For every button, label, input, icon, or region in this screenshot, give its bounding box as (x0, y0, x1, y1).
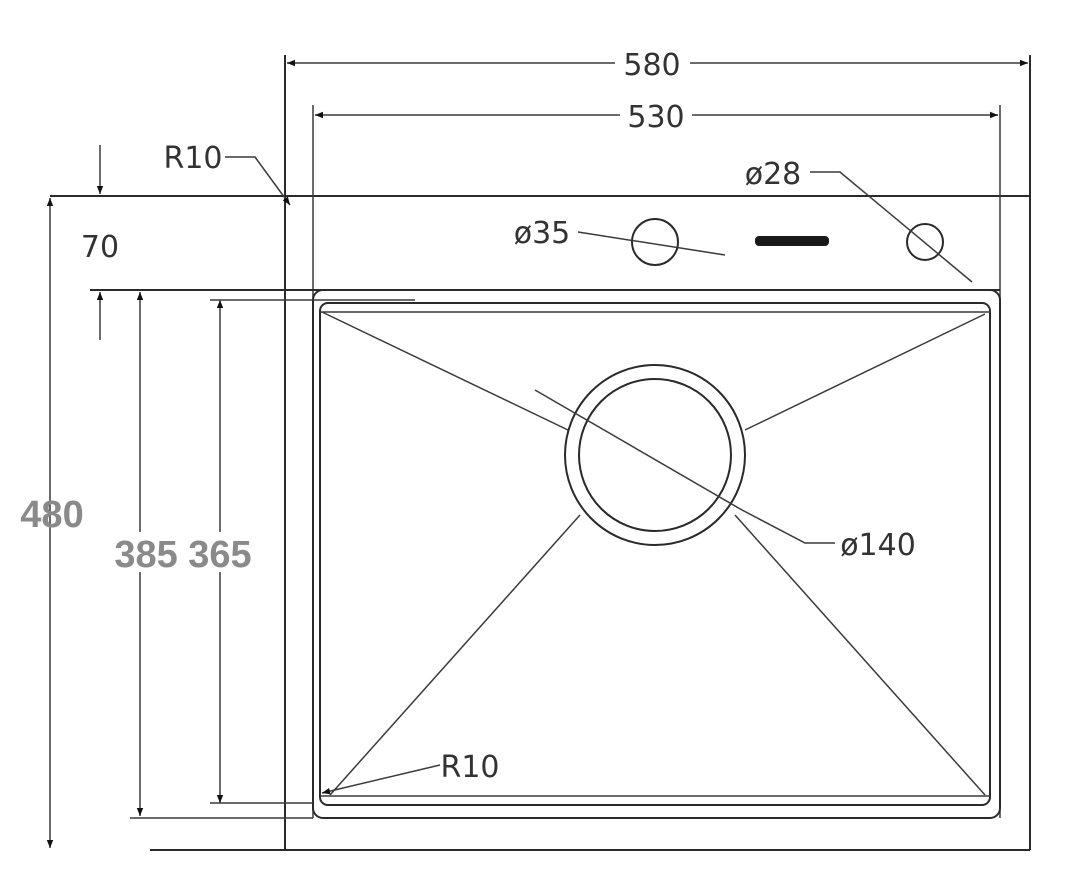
svg-text:ø28: ø28 (745, 157, 802, 192)
svg-text:385 365: 385 365 (114, 534, 251, 576)
leader-accessory-hole: ø28 (745, 157, 973, 283)
dim-overall-width: 580 (287, 48, 1028, 83)
leader-r10-bowl: R10 (321, 750, 500, 795)
dim-inner-width: 530 (315, 100, 998, 135)
dim-bowl-depths: 385 365 (108, 292, 415, 819)
bowl (312, 289, 1001, 819)
accessory-hole (906, 223, 944, 261)
svg-text:ø140: ø140 (840, 528, 916, 563)
svg-text:580: 580 (623, 48, 680, 83)
dim-overall-depth: 480 (20, 198, 84, 848)
svg-text:R10: R10 (163, 141, 222, 176)
leader-drain: ø140 (534, 389, 916, 563)
drain (564, 364, 746, 546)
brand-logo (755, 236, 829, 246)
svg-text:70: 70 (81, 230, 119, 265)
dim-deck-depth: 70 (81, 145, 119, 340)
svg-text:ø35: ø35 (514, 216, 571, 251)
leader-tap-hole: ø35 (514, 216, 726, 256)
svg-text:R10: R10 (440, 750, 499, 785)
leader-r10-top: R10 (163, 141, 291, 206)
svg-text:530: 530 (627, 100, 684, 135)
svg-text:480: 480 (20, 494, 83, 536)
tap-hole (631, 218, 679, 266)
